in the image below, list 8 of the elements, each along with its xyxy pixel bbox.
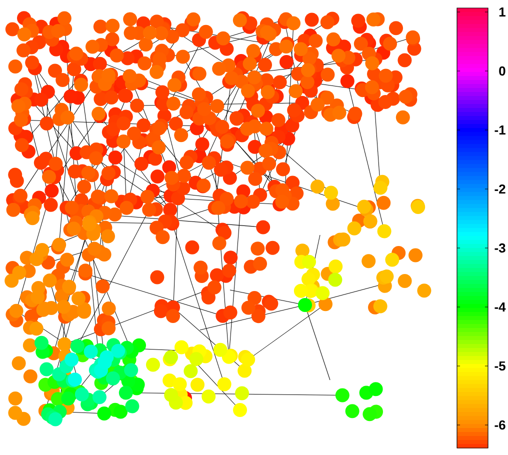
tick-label: -1	[494, 126, 506, 134]
tick-label: -4	[494, 302, 506, 312]
tick-label: -3	[494, 243, 506, 253]
tick-label: -2	[494, 184, 506, 194]
tick-label: 0	[499, 66, 506, 76]
tick-label: -5	[494, 361, 506, 371]
tick-label: 1	[499, 8, 506, 16]
tick-label: -6	[494, 420, 506, 430]
